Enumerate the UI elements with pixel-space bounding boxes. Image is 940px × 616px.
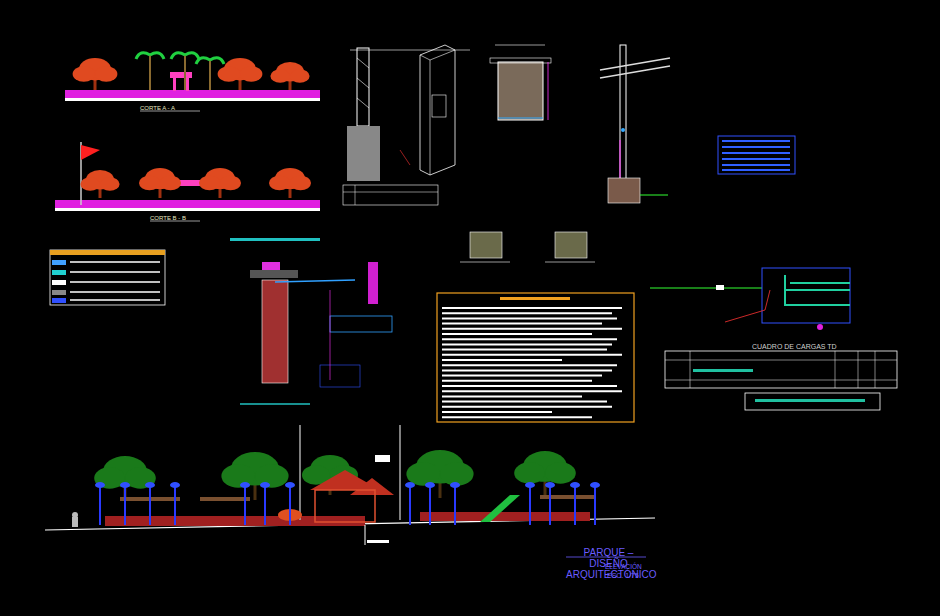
lamps [95,482,600,525]
palm [136,53,164,90]
lamp-post [450,482,460,525]
single-line-diagram [650,268,850,330]
tree [514,451,576,495]
notes-box [437,293,634,422]
tree [270,62,309,90]
note-line [442,343,612,345]
lamp-post [425,482,435,525]
small-pits [460,232,595,262]
note-line [442,323,602,325]
pole-detail [600,45,670,203]
note-line [442,411,552,413]
elevation [45,425,655,545]
tree [269,168,311,198]
trees [73,53,576,500]
electric-box [400,45,455,175]
note-line [442,312,612,314]
note-line [442,395,582,397]
load-table [665,351,897,410]
lamp-post [120,482,130,525]
lamp-post [170,482,180,525]
tree [80,170,119,198]
tree [139,168,181,198]
note-line [442,338,617,340]
legend-table [50,250,165,305]
note-line [442,307,622,309]
lamp-post [145,482,155,525]
section-label: CORTE A - A [140,105,175,112]
lamp-post [260,482,270,525]
lamp-post [240,482,250,525]
lamp-post [95,482,105,525]
note-line [442,317,617,319]
column-detail [343,48,470,205]
note-line [442,385,617,387]
table-title: CUADRO DE CARGAS TD [752,343,837,351]
palm [196,58,224,90]
lamp-post [405,482,415,525]
tree [73,58,118,90]
note-line [442,406,612,408]
lamp-post [545,482,555,525]
lamp-post [525,482,535,525]
lamp-post [590,482,600,525]
note-line [442,390,622,392]
tree [199,168,241,198]
note-line [442,349,607,351]
note-line [442,375,602,377]
note-line [442,380,592,382]
lamp-post [570,482,580,525]
note-line [442,354,622,356]
tree [221,452,288,500]
palm [171,53,199,90]
lamp-post [285,482,295,525]
blue-table [718,136,795,174]
note-line [442,359,562,361]
pit-detail [490,45,551,120]
note-line [442,416,592,418]
note-line [442,369,612,371]
note-line [442,401,607,403]
sheet-subtitle: ELEVACIÓN [605,563,642,570]
note-line [442,328,622,330]
scale-note: ESC. 1/75 [607,572,639,580]
note-line [442,333,592,335]
tree [406,450,473,498]
note-line [442,364,617,366]
well-detail [230,238,392,404]
section-label: CORTE B - B [150,215,186,222]
corte-b [55,142,320,221]
